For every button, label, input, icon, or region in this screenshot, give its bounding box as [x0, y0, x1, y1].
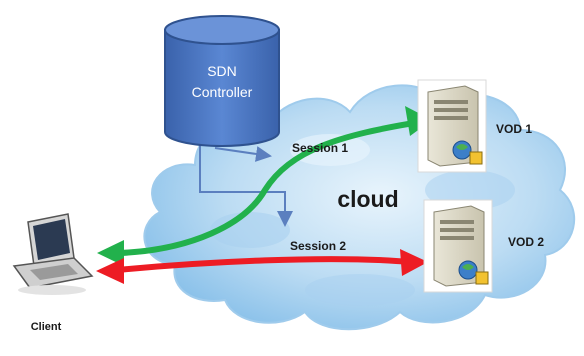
controller-label-line2: Controller — [192, 84, 253, 100]
vod-2-label: VOD 2 — [508, 235, 544, 249]
controller-label-line1: SDN — [207, 63, 237, 79]
vod-1-server-icon — [417, 79, 487, 173]
sdn-controller-icon: SDN Controller — [164, 15, 280, 147]
control-links — [199, 135, 293, 227]
cloud-label: cloud — [337, 186, 398, 212]
vod-2-server-icon — [423, 199, 493, 293]
client-laptop-icon — [12, 213, 94, 295]
vod-1-label: VOD 1 — [496, 122, 532, 136]
session-1-label: Session 1 — [292, 141, 348, 155]
session-2-label: Session 2 — [290, 239, 346, 253]
client-label: Client — [31, 321, 62, 333]
session-2-path — [96, 249, 428, 284]
